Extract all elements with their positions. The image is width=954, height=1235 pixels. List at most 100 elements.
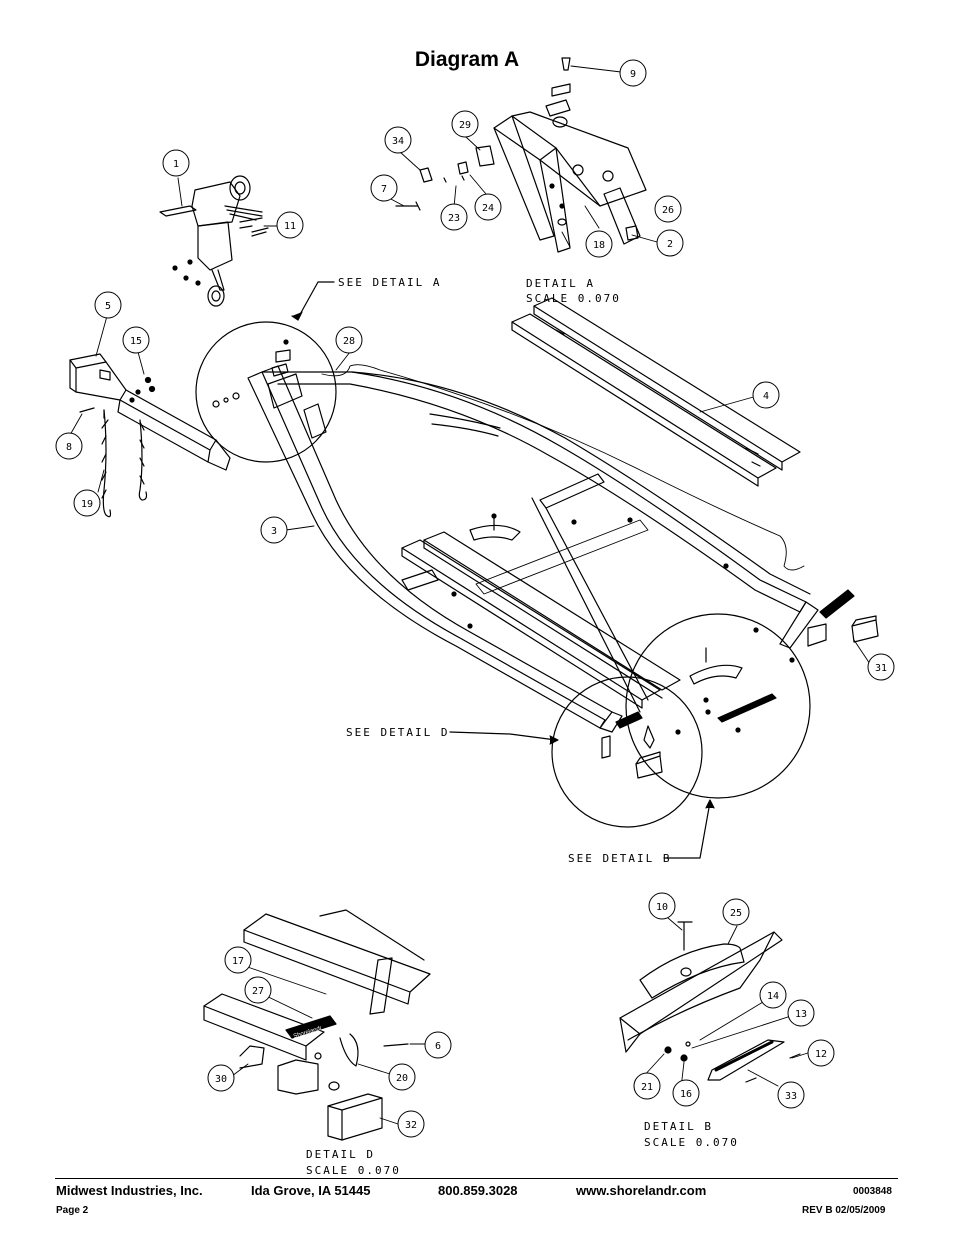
detail-b-circle xyxy=(625,613,811,799)
callout-label-33: 33 xyxy=(785,1091,797,1102)
callout-label-30: 30 xyxy=(215,1074,227,1085)
detail-b-label: DETAIL B xyxy=(644,1120,713,1133)
callout-8 xyxy=(55,432,83,460)
callout-label-27: 27 xyxy=(252,986,264,997)
detail-a-circle xyxy=(195,321,337,463)
detail-b-scale-label: SCALE 0.070 xyxy=(644,1136,739,1149)
callout-label-32: 32 xyxy=(405,1120,417,1131)
callout-label-16: 16 xyxy=(680,1089,692,1100)
safety-cable xyxy=(321,364,805,571)
callout-label-3: 3 xyxy=(271,526,277,537)
callout-6 xyxy=(424,1031,452,1059)
callout-12 xyxy=(807,1039,835,1067)
callout-16 xyxy=(672,1079,700,1107)
callout-4 xyxy=(752,381,780,409)
callout-3 xyxy=(260,516,288,544)
callout-7 xyxy=(370,174,398,202)
callout-29 xyxy=(451,110,479,138)
callout-label-21: 21 xyxy=(641,1082,653,1093)
callout-5 xyxy=(94,291,122,319)
detail-a-scale-label: SCALE 0.070 xyxy=(526,292,621,305)
detail-d-circle xyxy=(551,676,703,828)
callout-label-1: 1 xyxy=(173,159,179,170)
diagram-title: Diagram A xyxy=(414,48,520,71)
callout-13 xyxy=(787,999,815,1027)
callout-24 xyxy=(474,193,502,221)
callout-label-12: 12 xyxy=(815,1049,827,1060)
callout-label-5: 5 xyxy=(105,301,111,312)
callout-label-13: 13 xyxy=(795,1009,807,1020)
detail-d-drawing xyxy=(203,909,431,1141)
hardware-dots xyxy=(451,513,795,735)
callout-leaders xyxy=(69,65,871,1125)
callout-label-14: 14 xyxy=(767,991,779,1002)
callout-9 xyxy=(619,59,647,87)
callout-label-10: 10 xyxy=(656,902,668,913)
page-footer: Midwest Industries, Inc. Ida Grove, IA 5… xyxy=(0,1178,954,1218)
callout-label-19: 19 xyxy=(81,499,93,510)
callout-label-28: 28 xyxy=(343,336,355,347)
detail-a-label: DETAIL A xyxy=(526,277,595,290)
footer-phone: 800.859.3028 xyxy=(438,1183,518,1198)
main-frame xyxy=(247,365,819,733)
callout-33 xyxy=(777,1081,805,1109)
see-detail-b-label: SEE DETAIL B xyxy=(568,852,671,865)
detail-a-drawing xyxy=(395,57,647,253)
callout-label-23: 23 xyxy=(448,213,460,224)
detail-a-hardware xyxy=(212,339,327,439)
winch-assembly xyxy=(159,175,269,307)
detail-b-drawing xyxy=(619,921,801,1083)
bunk-board-4 xyxy=(511,297,801,487)
footer-company: Midwest Industries, Inc. xyxy=(56,1183,203,1198)
callout-21 xyxy=(633,1072,661,1100)
callout-label-15: 15 xyxy=(130,336,142,347)
footer-website: www.shorelandr.com xyxy=(576,1183,707,1198)
callout-label-6: 6 xyxy=(435,1041,441,1052)
callout-17 xyxy=(224,946,252,974)
see-detail-arrows xyxy=(291,281,715,859)
footer-revision: REV B 02/05/2009 xyxy=(802,1205,886,1216)
callout-label-4: 4 xyxy=(763,391,769,402)
callout-1 xyxy=(162,149,190,177)
callout-15 xyxy=(122,326,150,354)
callout-11 xyxy=(276,211,304,239)
callout-label-29: 29 xyxy=(459,120,471,131)
footer-rule xyxy=(55,1178,898,1179)
callout-10 xyxy=(648,892,676,920)
callout-label-24: 24 xyxy=(482,203,494,214)
callout-26 xyxy=(654,195,682,223)
callout-label-9: 9 xyxy=(630,69,636,80)
detail-d-scale-label: SCALE 0.070 xyxy=(306,1164,401,1177)
footer-city: Ida Grove, IA 51445 xyxy=(251,1183,371,1198)
bunk-boards xyxy=(401,531,681,709)
callout-30 xyxy=(207,1064,235,1092)
callout-label-18: 18 xyxy=(593,240,605,251)
callout-14 xyxy=(759,981,787,1009)
callout-label-7: 7 xyxy=(381,184,387,195)
detail-d-label: DETAIL D xyxy=(306,1148,375,1161)
tongue-coupler xyxy=(69,353,231,518)
callout-label-20: 20 xyxy=(396,1073,408,1084)
callout-label-8: 8 xyxy=(66,442,72,453)
fender-area xyxy=(469,524,879,779)
callout-label-26: 26 xyxy=(662,205,674,216)
callout-label-17: 17 xyxy=(232,956,244,967)
callout-2 xyxy=(656,229,684,257)
callout-label-11: 11 xyxy=(284,221,296,232)
callout-28 xyxy=(335,326,363,354)
callout-label-2: 2 xyxy=(667,239,673,250)
callout-label-25: 25 xyxy=(730,908,742,919)
callout-31 xyxy=(867,653,895,681)
callout-32 xyxy=(397,1110,425,1138)
callout-20 xyxy=(388,1063,416,1091)
footer-doc-number: 0003848 xyxy=(853,1186,892,1197)
see-detail-d-label: SEE DETAIL D xyxy=(346,726,449,739)
callout-25 xyxy=(722,898,750,926)
footer-page: Page 2 xyxy=(56,1205,89,1216)
callout-23 xyxy=(440,203,468,231)
callout-19 xyxy=(73,489,101,517)
callout-label-34: 34 xyxy=(392,136,404,147)
callout-label-31: 31 xyxy=(875,663,887,674)
callout-18 xyxy=(585,230,613,258)
